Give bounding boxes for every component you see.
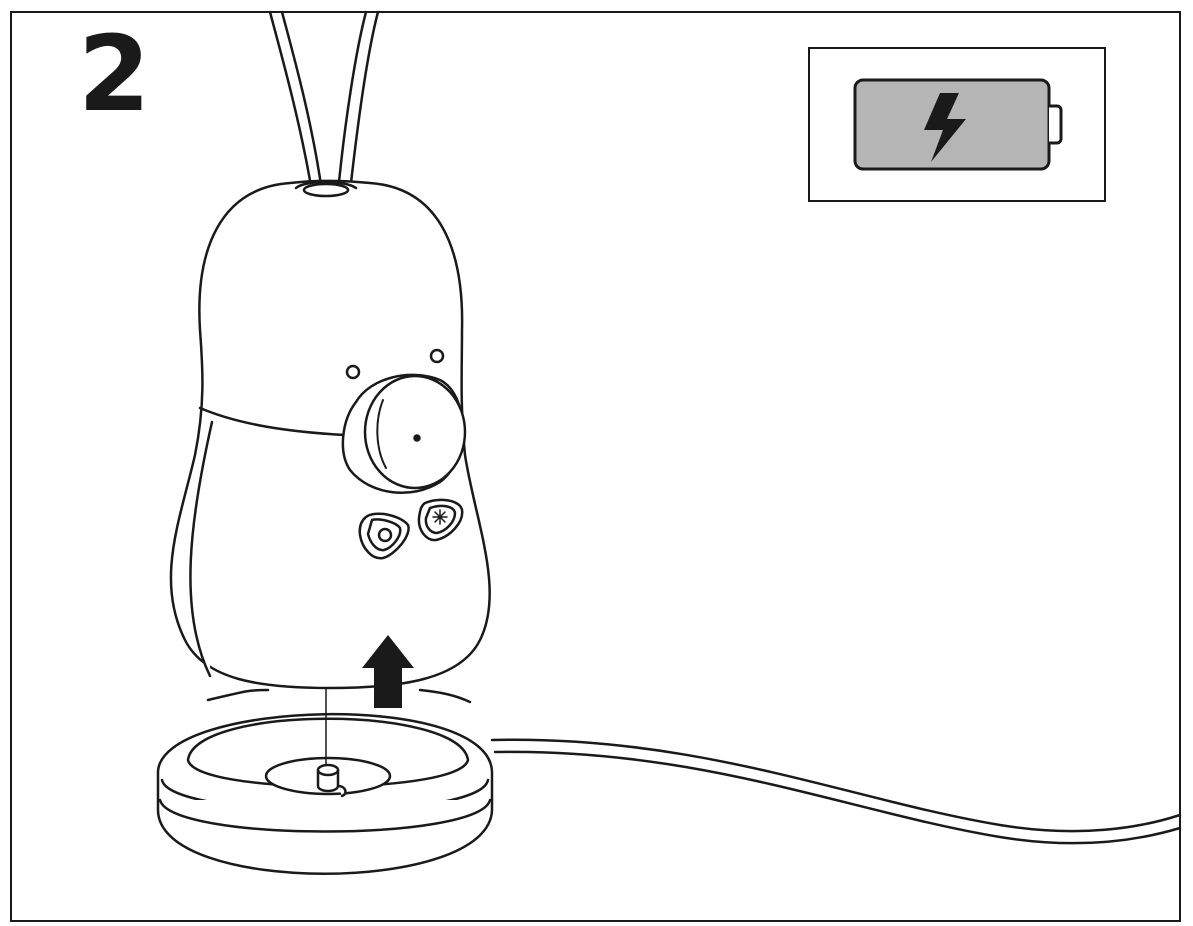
charging-cable: [490, 738, 1182, 845]
battery-status-panel: [808, 47, 1106, 202]
power-circle-icon: [377, 527, 393, 543]
lanyard-strap: [268, 10, 380, 194]
battery-charging-icon: [853, 78, 1063, 171]
light-button: [417, 498, 464, 542]
step-number: 2: [78, 13, 151, 135]
light-star-icon: [432, 509, 448, 525]
arrow-up-icon: [362, 635, 414, 708]
lightning-bolt-icon: [924, 93, 966, 162]
rotary-dial: [341, 373, 467, 494]
status-led-left: [345, 364, 361, 380]
power-button: [358, 512, 410, 560]
status-led-right: [429, 348, 445, 364]
charging-base: [156, 712, 494, 875]
